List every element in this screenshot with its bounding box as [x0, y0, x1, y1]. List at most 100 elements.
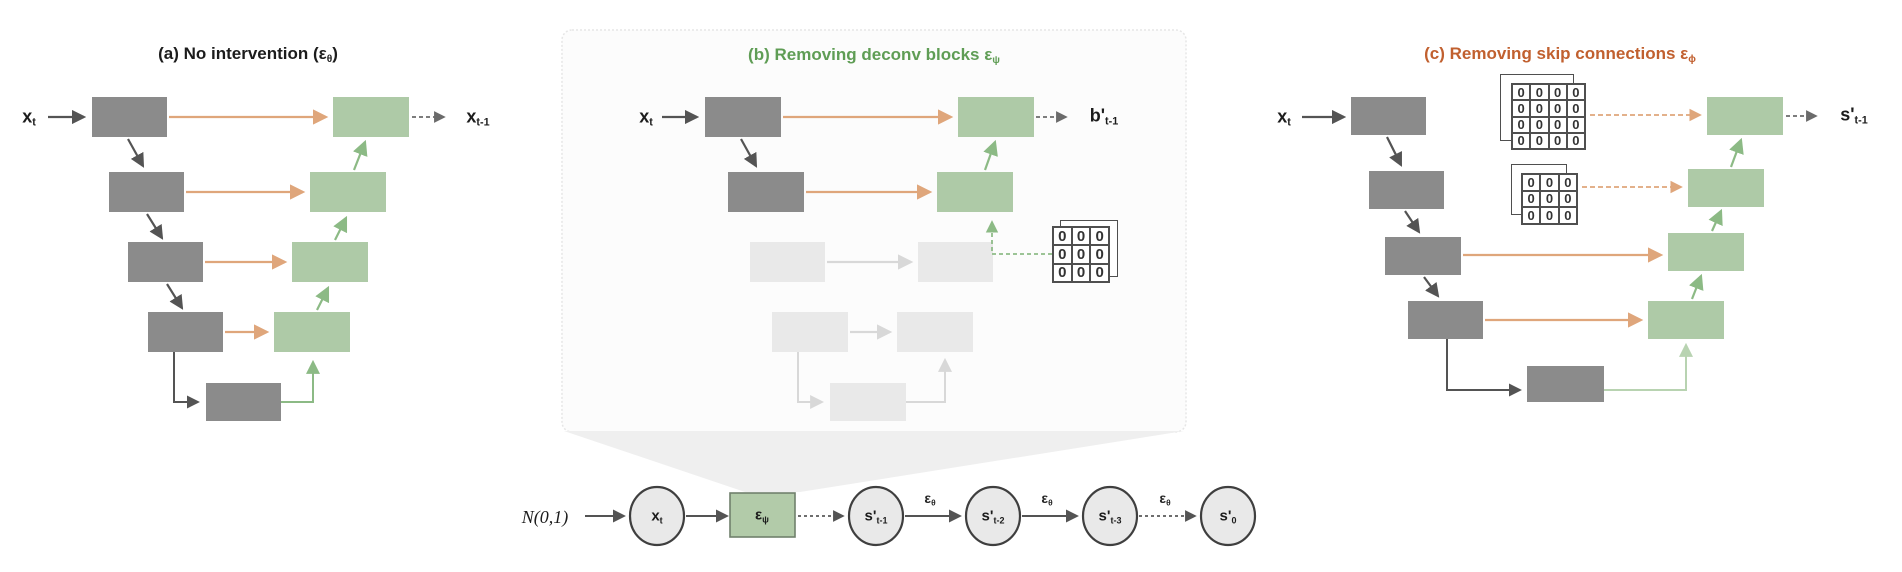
chain-edge-eps-theta-label: εθ	[1041, 490, 1053, 508]
zero-cell: 0	[1566, 100, 1585, 117]
downsample-arrow	[1423, 276, 1440, 298]
panel-b-input-label: xt	[639, 106, 653, 129]
zero-cell: 0	[1090, 263, 1109, 282]
sampling-chain	[585, 485, 1257, 547]
panel-a-input-label: xt	[22, 106, 36, 129]
panel-c-unet	[1302, 97, 1818, 402]
upsample-arrow	[1689, 273, 1704, 300]
encoder-block	[148, 312, 223, 352]
zero-cell: 0	[1540, 207, 1559, 224]
downsample-elbow-arrow	[173, 352, 200, 409]
downsample-arrow	[166, 283, 184, 310]
zero-cell: 0	[1530, 84, 1549, 101]
panel-b-output-label: b't-1	[1089, 105, 1119, 128]
zero-cell: 0	[1522, 207, 1541, 224]
zero-cell: 0	[1530, 132, 1549, 149]
panel-c-input-label: xt	[1277, 106, 1291, 129]
faded-decoder-block	[897, 312, 973, 352]
zero-cell: 0	[1071, 263, 1091, 282]
encoder-block	[1351, 97, 1426, 135]
upsample-elbow-arrow	[281, 359, 320, 403]
bottleneck-block	[206, 383, 281, 421]
upsample-arrow	[1729, 137, 1744, 168]
downsample-elbow-arrow	[1446, 339, 1522, 397]
zero-cell: 0	[1053, 263, 1072, 282]
downsample-arrow	[740, 138, 758, 168]
faded-encoder-block	[772, 312, 848, 352]
upsample-arrow	[1708, 208, 1723, 232]
chain-node-xt	[628, 485, 686, 547]
faded-encoder-block	[750, 242, 825, 282]
panel-a-title: (a) No intervention (εθ)	[158, 43, 338, 65]
zero-cell: 0	[1540, 190, 1559, 208]
decoder-block	[1648, 301, 1724, 339]
panel-c-title: (c) Removing skip connections εϕ	[1424, 43, 1696, 65]
bottleneck-block	[1527, 366, 1604, 402]
zero-cell: 0	[1053, 227, 1072, 246]
downsample-arrow	[127, 138, 145, 168]
encoder-block	[109, 172, 184, 212]
zero-cell: 0	[1548, 116, 1567, 133]
chain-node-s-t3-label: s't-3	[1098, 507, 1122, 526]
chain-node-xt-label: xt	[651, 507, 663, 526]
zero-cell: 0	[1522, 190, 1541, 208]
chain-node-s-t2-label: s't-2	[981, 507, 1005, 526]
zero-cell: 0	[1566, 84, 1585, 101]
faded-upsample-elbow	[906, 357, 952, 403]
zero-cell: 0	[1530, 116, 1549, 133]
zero-cell: 0	[1530, 100, 1549, 117]
zero-cell: 0	[1071, 245, 1091, 264]
zero-cell: 0	[1522, 174, 1541, 191]
panel-b-title: (b) Removing deconv blocks εψ	[748, 44, 1000, 66]
decoder-block	[333, 97, 409, 137]
chain-node-s0	[1199, 485, 1257, 547]
zero-cell: 0	[1540, 174, 1559, 191]
zero-cell: 0	[1512, 116, 1531, 133]
zero-matrix-injection-arrow	[985, 220, 1052, 255]
decoder-block	[1668, 233, 1744, 271]
zero-cell: 0	[1512, 84, 1531, 101]
chain-eps-psi-label: εψ	[755, 506, 769, 525]
chain-node-s-t1-label: s't-1	[864, 507, 888, 526]
zero-cell: 0	[1558, 174, 1577, 191]
chain-node-s-t3	[1081, 485, 1139, 547]
decoder-block	[1688, 169, 1764, 207]
encoder-block	[728, 172, 804, 212]
zero-cell: 0	[1548, 132, 1567, 149]
zero-cell: 0	[1566, 132, 1585, 149]
zero-cell: 0	[1558, 190, 1577, 208]
panel-b-unet	[662, 97, 1068, 421]
chain-node-s-t1	[847, 485, 905, 547]
zero-cell: 0	[1558, 207, 1577, 224]
downsample-arrow	[1404, 210, 1421, 234]
encoder-block	[128, 242, 203, 282]
decoder-block	[274, 312, 350, 352]
decoder-block	[937, 172, 1013, 212]
zero-cell: 0	[1090, 227, 1109, 246]
encoder-block	[1385, 237, 1461, 275]
chain-edge-eps-theta-label: εθ	[1159, 490, 1171, 508]
encoder-block	[92, 97, 167, 137]
downsample-arrow	[1386, 136, 1402, 167]
zero-cell: 0	[1566, 116, 1585, 133]
zero-cell: 0	[1512, 132, 1531, 149]
zero-cell: 0	[1090, 245, 1109, 264]
chain-node-s-t2	[964, 485, 1022, 547]
decoder-block	[958, 97, 1034, 137]
panel-a-output-label: xt-1	[466, 106, 490, 129]
zero-cell: 0	[1071, 227, 1091, 246]
decoder-block	[310, 172, 386, 212]
panel-c-output-label: s't-1	[1840, 104, 1868, 127]
faded-decoder-block	[918, 242, 993, 282]
chain-edge-eps-theta-label: εθ	[924, 490, 936, 508]
faded-bottleneck-block	[830, 383, 906, 421]
decoder-block	[292, 242, 368, 282]
zero-cell: 0	[1548, 84, 1567, 101]
noise-distribution-label: N(0,1)	[521, 507, 569, 527]
